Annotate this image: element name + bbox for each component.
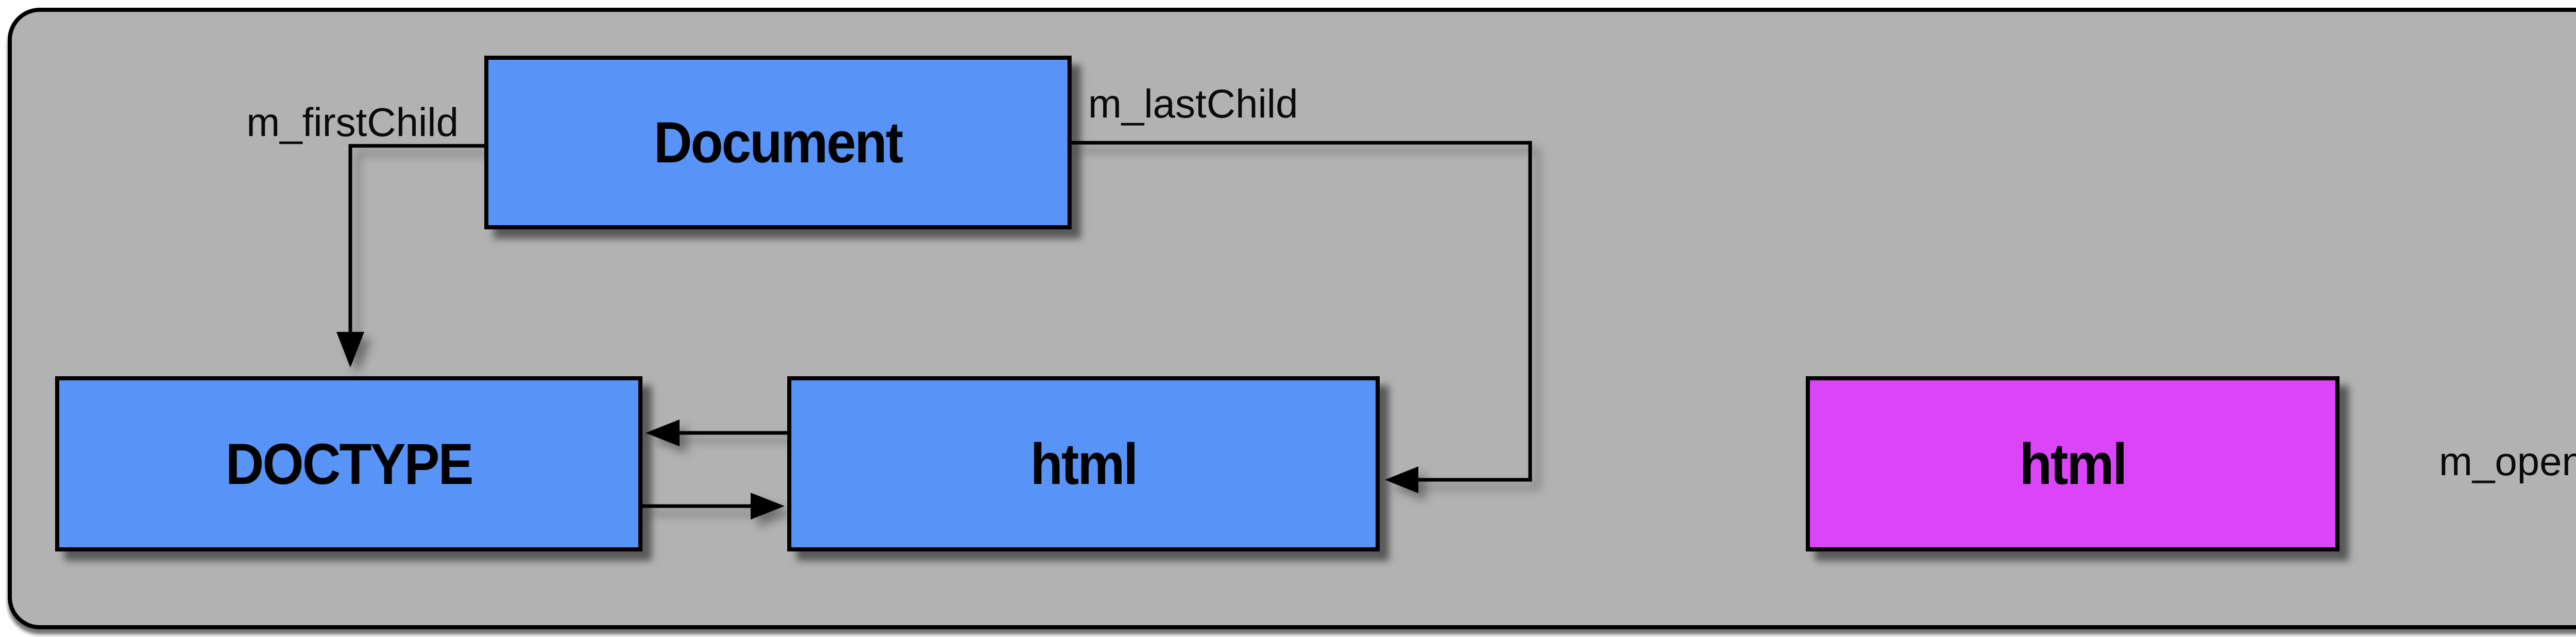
node-document-label: Document <box>654 110 903 175</box>
node-html-tree-label: html <box>1030 431 1138 496</box>
last-child-arrowhead <box>1385 466 1418 493</box>
html-to-doctype-arrow <box>646 420 787 446</box>
node-doctype-label: DOCTYPE <box>225 431 474 496</box>
html-to-doctype-arrowhead <box>646 420 680 446</box>
doctype-to-html-arrowhead <box>751 493 785 519</box>
node-html-open-label: html <box>2019 431 2127 496</box>
node-html-tree: html <box>787 376 1380 551</box>
open-elements-annotation-label: m_openElements <box>2439 439 2576 484</box>
doctype-to-html-arrow <box>642 493 785 519</box>
first-child-edge-label: m_firstChild <box>246 99 459 145</box>
node-document: Document <box>484 56 1072 229</box>
first-child-arrowhead <box>336 332 364 367</box>
last-child-edge-label: m_lastChild <box>1088 81 1298 126</box>
first-child-arrow <box>336 144 484 367</box>
first-child-line <box>348 144 484 333</box>
last-child-arrow <box>1072 141 1532 493</box>
node-html-open-elements: html <box>1806 376 2340 551</box>
node-doctype: DOCTYPE <box>55 376 642 551</box>
last-child-line <box>1072 141 1532 482</box>
